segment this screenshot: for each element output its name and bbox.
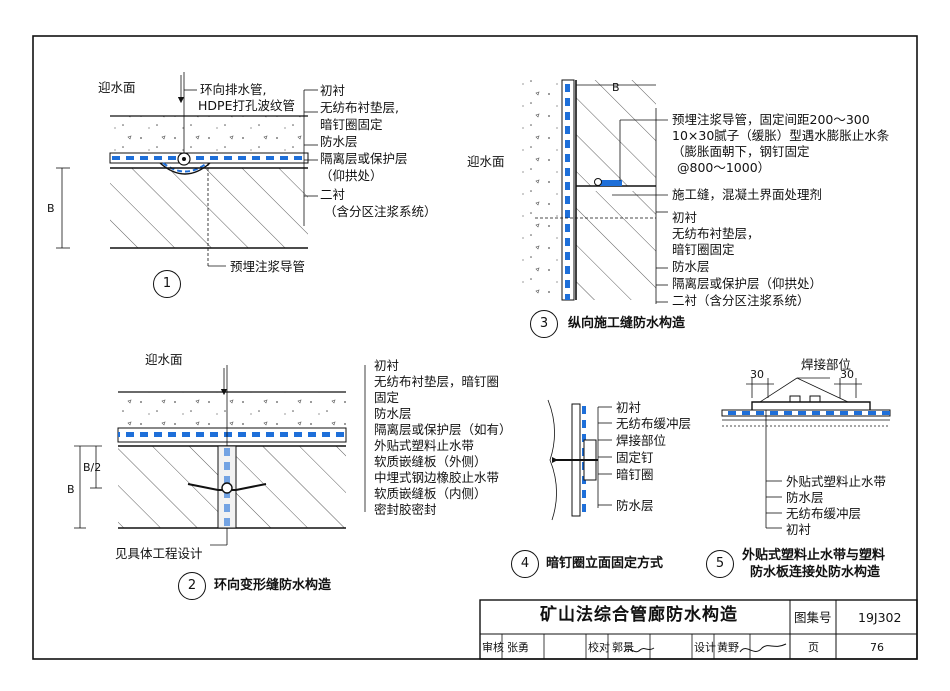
d1-pipe-label-1: 环向排水管, bbox=[200, 82, 267, 97]
d1-layer-7: （含分区注浆系统） bbox=[324, 204, 437, 219]
d2-layer-5: 外贴式塑料止水带 bbox=[374, 438, 475, 453]
design-label: 设计 bbox=[694, 641, 716, 654]
d2-caption: 环向变形缝防水构造 bbox=[214, 578, 332, 593]
d4-label-3: 固定钉 bbox=[616, 450, 654, 465]
d3-dim-b: B bbox=[612, 81, 620, 94]
d5-dim-left: 30 bbox=[750, 368, 764, 381]
d5-label-1: 防水层 bbox=[786, 490, 824, 505]
d2-dim-b: B bbox=[67, 483, 75, 496]
page-label: 页 bbox=[808, 641, 819, 654]
d5-dim-right: 30 bbox=[840, 368, 854, 381]
d1-layer-1: 无纺布衬垫层, bbox=[320, 100, 399, 115]
d3-layer-2: 暗钉圈固定 bbox=[672, 242, 735, 257]
d2-layer-9: 密封胶密封 bbox=[374, 502, 437, 517]
d3-note-0: 预埋注浆导管，固定间距200～300 bbox=[672, 112, 870, 127]
d5-caption-1: 外贴式塑料止水带与塑料 bbox=[742, 548, 886, 563]
d2-water-face: 迎水面 bbox=[145, 352, 183, 367]
d1-grout-pipe: 预埋注浆导管 bbox=[230, 259, 306, 274]
d1-layer-2: 暗钉圈固定 bbox=[320, 117, 383, 132]
d1-layer-3: 防水层 bbox=[320, 134, 358, 149]
detail-2-section bbox=[74, 365, 366, 546]
d1-layer-6: 二衬 bbox=[320, 187, 346, 202]
d5-weld: 焊接部位 bbox=[801, 357, 852, 372]
d3-joint: 施工缝，混凝土界面处理剂 bbox=[672, 187, 823, 202]
designer-name: 黄野 bbox=[717, 641, 739, 654]
d2-layer-2: 固定 bbox=[374, 390, 400, 405]
d2-layer-6: 软质嵌缝板（外侧） bbox=[374, 454, 487, 469]
checker-name: 郭景 bbox=[612, 641, 634, 654]
d1-pipe-label-2: HDPE打孔波纹管 bbox=[198, 98, 295, 113]
d5-label-3: 初衬 bbox=[786, 522, 812, 537]
d3-layer-0: 初衬 bbox=[672, 210, 698, 225]
title-block-grid bbox=[479, 599, 918, 660]
review-label: 审核 bbox=[482, 641, 504, 654]
d1-water-face: 迎水面 bbox=[98, 80, 136, 95]
reviewer-name: 张勇 bbox=[507, 641, 529, 654]
d5-label-2: 无纺布缓冲层 bbox=[786, 506, 862, 521]
d4-label-0: 初衬 bbox=[616, 400, 642, 415]
d5-number-circle: 5 bbox=[706, 550, 734, 578]
d1-number-circle: 1 bbox=[153, 270, 181, 298]
d4-label-1: 无纺布缓冲层 bbox=[616, 416, 692, 431]
d2-note: 见具体工程设计 bbox=[115, 546, 203, 561]
d4-caption: 暗钉圈立面固定方式 bbox=[546, 556, 664, 571]
d4-number-circle: 4 bbox=[511, 550, 539, 578]
d3-water-face: 迎水面 bbox=[467, 154, 505, 169]
d3-layer-5: 二衬（含分区注浆系统） bbox=[672, 293, 810, 308]
page-number: 76 bbox=[870, 641, 884, 654]
d2-number-circle: 2 bbox=[178, 572, 206, 600]
d1-layer-5: （仰拱处） bbox=[320, 168, 383, 183]
d1-dim-b: B bbox=[47, 202, 55, 215]
d3-layer-4: 隔离层或保护层（仰拱处） bbox=[672, 276, 823, 291]
d2-layer-0: 初衬 bbox=[374, 358, 400, 373]
detail-1-section bbox=[56, 72, 318, 267]
detail-4-section bbox=[547, 399, 612, 521]
d5-label-0: 外贴式塑料止水带 bbox=[786, 474, 887, 489]
d5-caption-2: 防水板连接处防水构造 bbox=[750, 565, 881, 580]
sheet-title: 矿山法综合管廊防水构造 bbox=[540, 605, 738, 625]
detail-5-section bbox=[721, 377, 891, 529]
d1-layer-0: 初衬 bbox=[320, 83, 346, 98]
d3-layer-1: 无纺布衬垫层， bbox=[672, 226, 760, 241]
d2-layer-4: 隔离层或保护层（如有） bbox=[374, 422, 512, 437]
atlas-number: 19J302 bbox=[858, 610, 902, 625]
check-label: 校对 bbox=[588, 641, 610, 654]
d3-note-3: @800～1000） bbox=[677, 160, 771, 175]
detail-3-section bbox=[522, 79, 668, 304]
atlas-label: 图集号 bbox=[794, 610, 832, 625]
d2-layer-3: 防水层 bbox=[374, 406, 412, 421]
d1-layer-4: 隔离层或保护层 bbox=[320, 151, 408, 166]
d2-dim-b2: B/2 bbox=[83, 461, 102, 474]
d4-label-4: 暗钉圈 bbox=[616, 467, 654, 482]
d2-layer-8: 软质嵌缝板（内侧） bbox=[374, 486, 487, 501]
d2-layer-1: 无纺布衬垫层，暗钉圈 bbox=[374, 374, 500, 389]
d3-number-circle: 3 bbox=[530, 310, 558, 338]
d2-layer-7: 中埋式钢边橡胶止水带 bbox=[374, 470, 500, 485]
d3-note-1: 10×30腻子（缓胀）型遇水膨胀止水条 bbox=[672, 128, 890, 143]
d3-layer-3: 防水层 bbox=[672, 259, 710, 274]
d3-caption: 纵向施工缝防水构造 bbox=[568, 316, 686, 331]
d3-note-2: （膨胀面朝下，钢钉固定 bbox=[672, 144, 810, 159]
d4-label-5: 防水层 bbox=[616, 498, 654, 513]
d4-label-2: 焊接部位 bbox=[616, 433, 667, 448]
